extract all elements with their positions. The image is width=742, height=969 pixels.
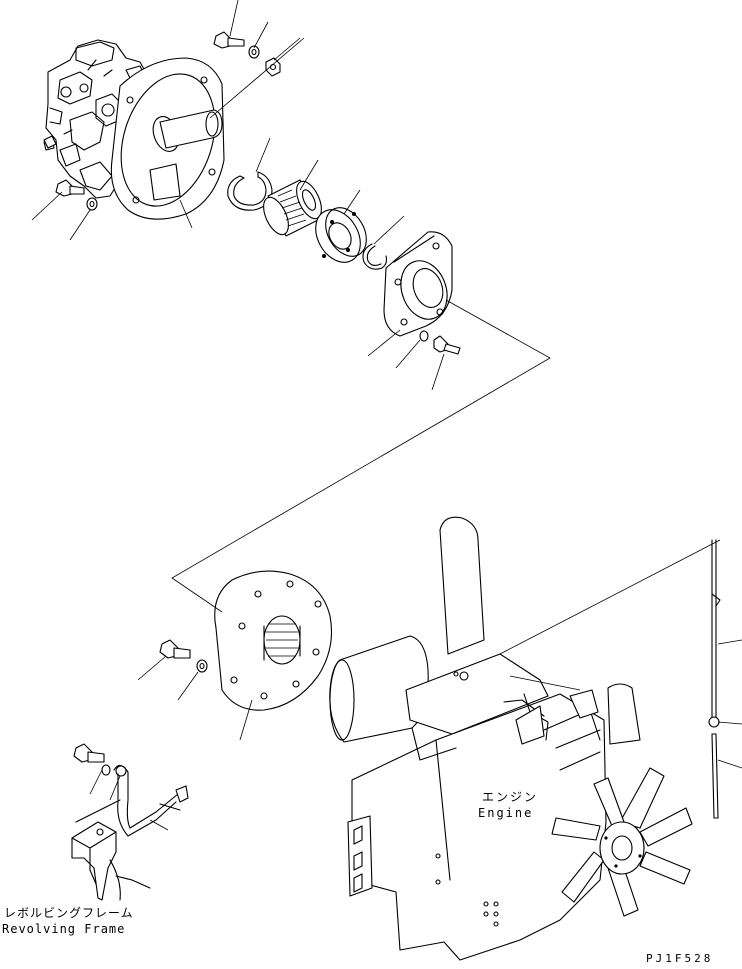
engine-label-jp: エンジン bbox=[482, 790, 539, 804]
snap-ring-small bbox=[363, 244, 387, 269]
spline-coupling bbox=[258, 178, 326, 239]
cooling-fan bbox=[552, 768, 692, 916]
leader-lines bbox=[32, 0, 742, 830]
coupling-flange bbox=[215, 571, 332, 710]
revolving-frame-label-en: Revolving Frame bbox=[2, 922, 126, 936]
drawing-code: PJ1F528 bbox=[646, 952, 714, 965]
flange-fasteners bbox=[160, 640, 207, 672]
snap-ring-large bbox=[228, 172, 272, 210]
ground-cable bbox=[74, 744, 188, 836]
engine-label-en: Engine bbox=[478, 806, 534, 820]
revolving-frame-label-jp: レボルビングフレーム bbox=[4, 906, 134, 920]
engine bbox=[330, 517, 640, 960]
dipstick-rod bbox=[709, 540, 720, 818]
hydraulic-pump bbox=[44, 40, 231, 219]
revolving-frame-bracket bbox=[72, 822, 150, 900]
bearing-housing bbox=[384, 232, 455, 336]
pump-fasteners bbox=[44, 32, 280, 210]
flexible-coupling-element bbox=[307, 200, 375, 270]
housing-fasteners bbox=[420, 331, 460, 354]
